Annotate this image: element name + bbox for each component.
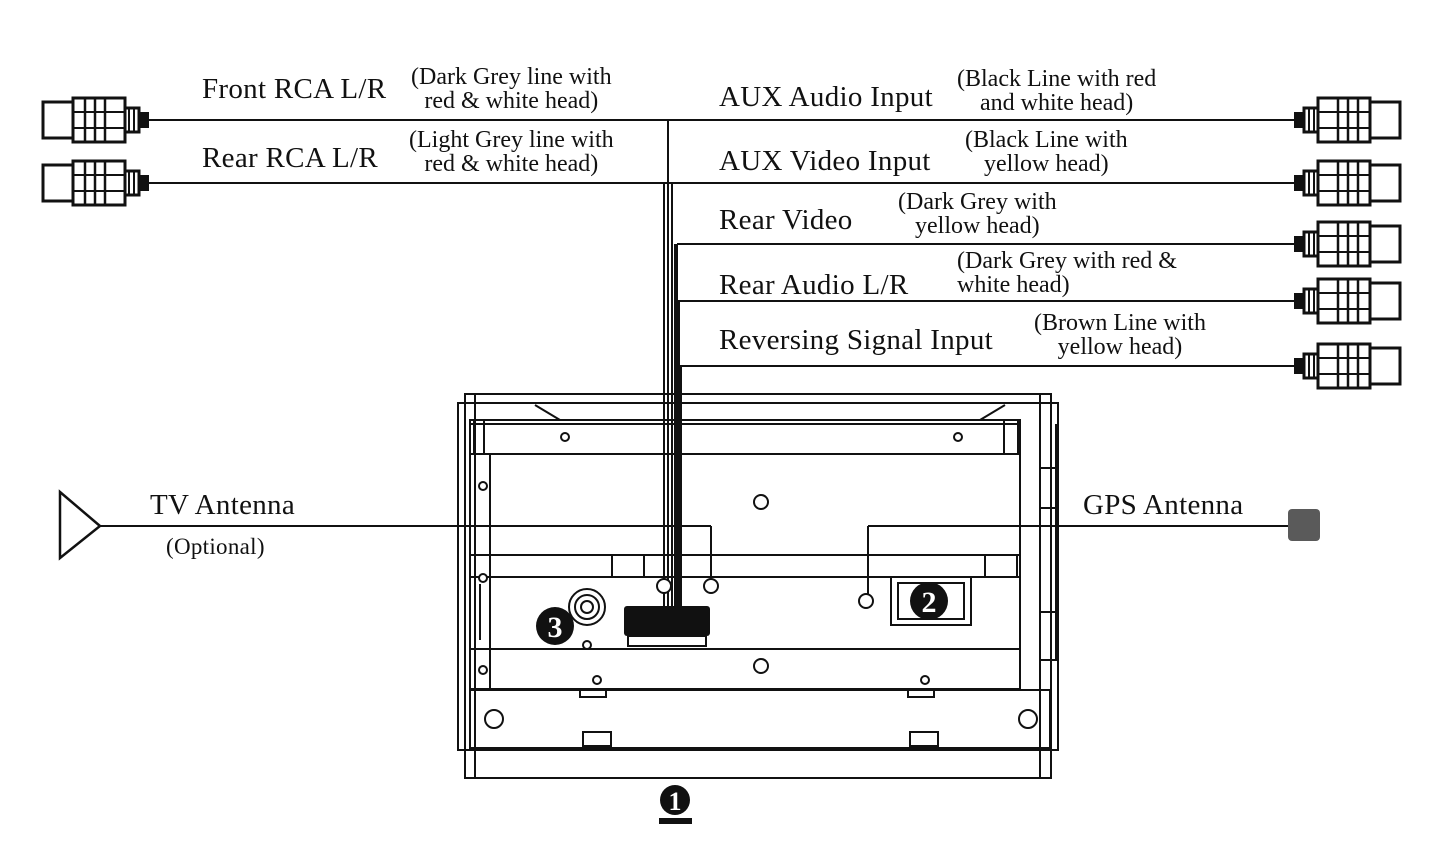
reversing-signal-note: (Brown Line with yellow head)	[1034, 311, 1206, 359]
rca-plug-icon	[41, 159, 151, 207]
rear-video-note-line1: (Dark Grey with	[898, 189, 1057, 215]
reversing-signal-note-line1: (Brown Line with	[1034, 310, 1206, 336]
marker-2-number: 2	[922, 586, 937, 619]
reversing-signal-label: Reversing Signal Input	[719, 324, 994, 356]
rca-plug-icon	[1294, 279, 1400, 323]
rca-plug-icon	[1294, 222, 1400, 266]
rca-plug-icon	[1294, 344, 1400, 388]
marker-1: 1	[659, 785, 692, 824]
tv-antenna-icon	[58, 489, 102, 561]
rca-plug-icon	[1294, 161, 1400, 205]
rear-audio-note-line2: white head)	[957, 272, 1070, 298]
aux-audio-label: AUX Audio Input	[719, 81, 933, 113]
rear-video-note-line2: yellow head)	[915, 213, 1040, 239]
rear-rca-note-line2: red & white head)	[424, 151, 599, 177]
aux-video-note-line2: yellow head)	[984, 151, 1109, 177]
tv-antenna-optional: (Optional)	[166, 534, 265, 559]
marker-3-number: 3	[548, 611, 563, 644]
front-rca-note-line1: (Dark Grey line with	[411, 64, 612, 90]
aux-video-note: (Black Line with yellow head)	[965, 128, 1128, 176]
rca-plug-icon	[1294, 98, 1400, 142]
marker-1-number: 1	[669, 787, 682, 816]
marker-2: 2	[910, 582, 948, 620]
front-rca-label: Front RCA L/R	[202, 73, 387, 105]
rear-rca-note: (Light Grey line with red & white head)	[409, 128, 614, 176]
reversing-signal-note-line2: yellow head)	[1057, 334, 1183, 360]
rear-audio-note-line1: (Dark Grey with red &	[957, 248, 1177, 274]
rear-audio-label: Rear Audio L/R	[719, 269, 909, 301]
rear-rca-note-line1: (Light Grey line with	[409, 127, 614, 153]
main-connector	[624, 606, 710, 647]
gps-antenna-icon	[1288, 509, 1320, 541]
rca-plug-icon	[41, 96, 151, 144]
front-rca-note: (Dark Grey line with red & white head)	[411, 65, 612, 113]
marker-3: 3	[536, 607, 574, 645]
rear-video-label: Rear Video	[719, 204, 853, 236]
head-unit-chassis	[457, 393, 1059, 779]
tv-antenna-jack	[568, 588, 606, 626]
tv-antenna-label: TV Antenna	[150, 489, 296, 521]
gps-antenna-label: GPS Antenna	[1083, 489, 1244, 521]
rear-audio-note: (Dark Grey with red & white head)	[957, 249, 1177, 297]
aux-video-label: AUX Video Input	[719, 145, 931, 177]
front-rca-note-line2: red & white head)	[424, 88, 599, 114]
aux-audio-note-line1: (Black Line with red	[957, 66, 1157, 92]
aux-audio-note: (Black Line with red and white head)	[957, 67, 1156, 115]
cable-lines	[100, 119, 1294, 608]
aux-video-note-line1: (Black Line with	[965, 127, 1128, 153]
rear-rca-label: Rear RCA L/R	[202, 142, 378, 174]
rear-video-note: (Dark Grey with yellow head)	[898, 190, 1057, 238]
aux-audio-note-line2: and white head)	[979, 90, 1134, 116]
screw-holes	[478, 432, 1038, 729]
